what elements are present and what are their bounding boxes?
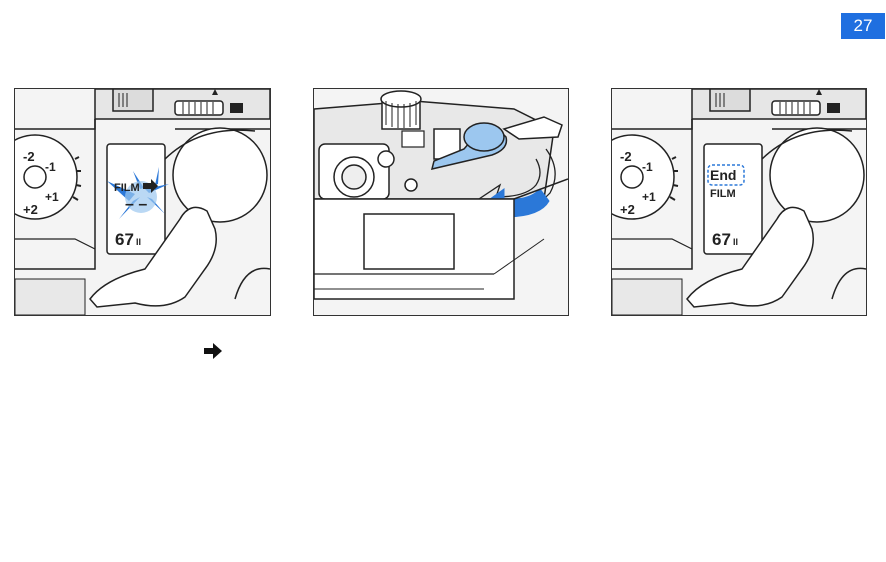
lcd-label: FILM bbox=[114, 182, 140, 194]
illustration-film-advance-lever bbox=[313, 88, 569, 316]
svg-text:-2: -2 bbox=[620, 149, 632, 164]
svg-text:-2: -2 bbox=[23, 149, 35, 164]
lcd-label: FILM bbox=[710, 188, 736, 200]
lcd-segments: – – bbox=[125, 196, 147, 213]
illustration-film-counter: -2 -1 +1 +2 FILM – – 67 II bbox=[14, 88, 271, 316]
svg-text:-1: -1 bbox=[45, 160, 56, 174]
model-suffix: II bbox=[733, 237, 738, 247]
model-suffix: II bbox=[136, 237, 141, 247]
svg-text:+2: +2 bbox=[620, 202, 635, 217]
model-mark: 67 bbox=[115, 230, 134, 249]
page-number: 27 bbox=[841, 13, 885, 39]
lcd-end: End bbox=[710, 167, 736, 183]
svg-text:+1: +1 bbox=[45, 190, 59, 204]
svg-text:+1: +1 bbox=[642, 190, 656, 204]
illustration-end-display: -2 -1 +1 +2 End FILM 67 II bbox=[611, 88, 867, 316]
right-arrow-icon bbox=[204, 343, 224, 359]
model-mark: 67 bbox=[712, 230, 731, 249]
svg-text:+2: +2 bbox=[23, 202, 38, 217]
svg-text:-1: -1 bbox=[642, 160, 653, 174]
